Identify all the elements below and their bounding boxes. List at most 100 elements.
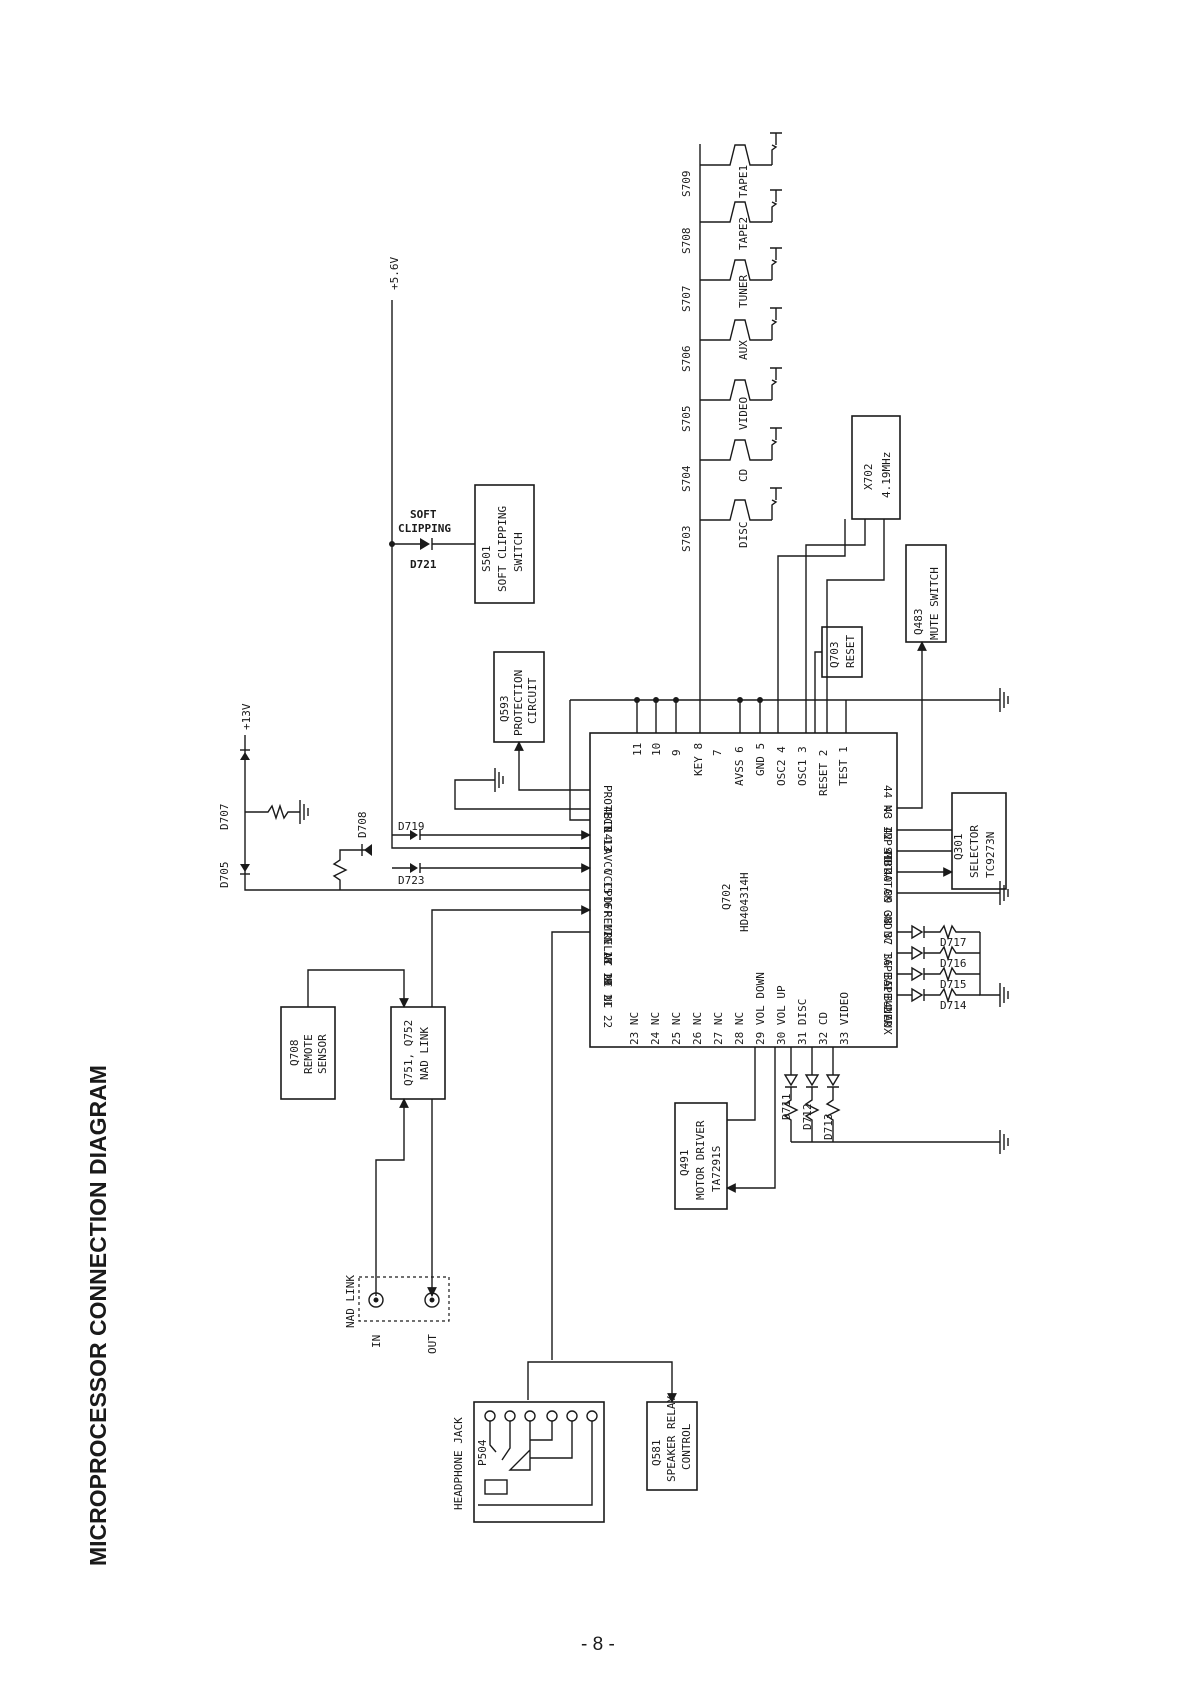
- headphone-jack: [473, 1401, 605, 1523]
- svg-text:Q581: Q581: [650, 1440, 663, 1467]
- nad-link-label: Q751, Q752 NAD LINK: [402, 1020, 431, 1086]
- nad-out-jack: [424, 1292, 440, 1308]
- svg-text:42 STB: 42 STB: [881, 827, 894, 867]
- svg-text:S709: S709: [680, 171, 693, 198]
- remin-line: [431, 905, 591, 1007]
- nad-jack-labels: NAD LINK IN OUT: [344, 1275, 439, 1354]
- svg-text:NC 21: NC 21: [601, 974, 614, 1007]
- svg-text:TA7291S: TA7291S: [710, 1146, 723, 1192]
- svg-text:HD404314H: HD404314H: [738, 872, 751, 932]
- svg-text:CD: CD: [737, 469, 750, 482]
- ic-bottom-pins: 23 NC 24 NC 25 NC 26 NC 27 NC 28 NC 29 V…: [628, 972, 851, 1045]
- svg-text:4.19MHz: 4.19MHz: [880, 452, 893, 498]
- svg-text:30 VOL UP: 30 VOL UP: [775, 985, 788, 1045]
- protect-line: [514, 741, 590, 791]
- svg-text:IN: IN: [370, 1335, 383, 1348]
- svg-text:Q491: Q491: [678, 1150, 691, 1177]
- svg-text:NAD LINK: NAD LINK: [418, 1027, 431, 1080]
- svg-text:NC 22: NC 22: [601, 995, 614, 1028]
- motor-label: Q491 MOTOR DRIVER TA7291S: [678, 1120, 723, 1200]
- svg-text:D723: D723: [398, 874, 425, 887]
- svg-text:S708: S708: [680, 228, 693, 255]
- svg-text:TAPE1: TAPE1: [737, 165, 750, 198]
- svg-text:14: 14: [601, 827, 614, 841]
- right-leds: D717 D716 D715 D714: [897, 924, 1009, 1012]
- switch-labels: S703 S704 S705 S706 S707 S708 S709 DISC …: [680, 165, 750, 552]
- svg-text:NC 20: NC 20: [601, 953, 614, 986]
- svg-text:SPEAKER RELAY: SPEAKER RELAY: [665, 1396, 678, 1482]
- svg-text:RESET 2: RESET 2: [817, 750, 830, 796]
- svg-text:AVSS 6: AVSS 6: [733, 746, 746, 786]
- svg-text:CLIPPING: CLIPPING: [398, 522, 451, 535]
- svg-text:9: 9: [670, 749, 683, 756]
- nad-link-jack-box: [358, 1276, 450, 1322]
- svg-text:37 TAPE-1: 37 TAPE-1: [881, 932, 894, 992]
- svg-text:D707: D707: [218, 804, 231, 831]
- supply-13v: +13V D707 D705 D708 D719 D723: [218, 703, 591, 891]
- svg-text:44 NC: 44 NC: [881, 785, 894, 818]
- svg-text:MOTOR DRIVER: MOTOR DRIVER: [694, 1120, 707, 1200]
- svg-text:36 TAPE-2: 36 TAPE-2: [881, 953, 894, 1013]
- svg-text:S703: S703: [680, 526, 693, 553]
- gnd-pin39: [897, 881, 1009, 905]
- nad-in-line: [375, 1098, 409, 1296]
- svg-text:X702: X702: [862, 464, 875, 491]
- svg-text:23 NC: 23 NC: [628, 1012, 641, 1045]
- svg-text:PROTECTION: PROTECTION: [512, 670, 525, 736]
- svg-text:D708: D708: [356, 812, 369, 839]
- diagram-title: MICROPROCESSOR CONNECTION DIAGRAM: [85, 1065, 111, 1566]
- svg-text:38 NC: 38 NC: [881, 911, 894, 944]
- ic-left-pins: PROTECT 12 48IN 13 14 AVCC 15 VCC 16 POF…: [601, 785, 614, 1028]
- svg-text:P504: P504: [476, 1439, 489, 1466]
- svg-text:D715: D715: [940, 978, 967, 991]
- svg-text:34 AUX: 34 AUX: [881, 995, 894, 1035]
- selector-lines: [897, 829, 952, 872]
- bottom-leds: D711 D712 D713: [780, 1047, 1009, 1154]
- osc-lines: [805, 519, 885, 733]
- crystal-x702: [851, 415, 901, 520]
- soft-switch-label: S501 SOFT CLIPPING SWITCH: [480, 506, 525, 592]
- svg-text:Q301: Q301: [952, 834, 965, 861]
- svg-text:POFF 17: POFF 17: [601, 890, 614, 936]
- svg-text:Q751, Q752: Q751, Q752: [402, 1020, 415, 1086]
- svg-text:S704: S704: [680, 465, 693, 492]
- svg-text:TUNER: TUNER: [737, 275, 750, 308]
- svg-text:26 NC: 26 NC: [691, 1012, 704, 1045]
- svg-text:11: 11: [631, 743, 644, 756]
- svg-text:48IN 13: 48IN 13: [601, 806, 614, 852]
- relay-branch: [527, 1361, 672, 1402]
- svg-text:Q483: Q483: [912, 609, 925, 636]
- svg-text:TAPE2: TAPE2: [737, 217, 750, 250]
- svg-text:D716: D716: [940, 957, 967, 970]
- nad-in-jack: [368, 1292, 384, 1308]
- osc2-line: [777, 519, 846, 733]
- svg-text:D714: D714: [940, 999, 967, 1012]
- svg-text:OUT: OUT: [426, 1334, 439, 1354]
- svg-text:DISC: DISC: [737, 522, 750, 549]
- svg-text:NAD LINK: NAD LINK: [344, 1275, 357, 1328]
- svg-text:40 CK: 40 CK: [881, 869, 894, 902]
- ic-right-pins: 44 NC 43 INP MUT 42 STB 41 DATA 40 CK 39…: [881, 785, 894, 1035]
- motor-lines: [727, 1047, 776, 1188]
- svg-text:24 NC: 24 NC: [649, 1012, 662, 1045]
- svg-text:D717: D717: [940, 936, 967, 949]
- svg-text:SELECTOR: SELECTOR: [968, 825, 981, 878]
- svg-text:VCC 16: VCC 16: [601, 869, 614, 909]
- 48in-line: [454, 768, 590, 810]
- reset-line: [814, 651, 822, 733]
- supply-56v: +5.6V: [388, 257, 590, 849]
- selector-q301: [951, 792, 1007, 890]
- svg-text:RESET: RESET: [844, 635, 857, 668]
- remote-label: Q708 REMOTE SENSOR: [288, 1034, 329, 1074]
- svg-text:S707: S707: [680, 286, 693, 313]
- svg-text:RELAY 19: RELAY 19: [601, 932, 614, 985]
- svg-text:REMIN 18: REMIN 18: [601, 911, 614, 964]
- svg-text:43 INP MUT: 43 INP MUT: [881, 806, 894, 873]
- svg-text:S501: S501: [480, 546, 493, 573]
- mute-label: Q483 MUTE SWITCH: [912, 567, 941, 640]
- svg-text:10: 10: [650, 743, 663, 756]
- svg-text:29 VOL DOWN: 29 VOL DOWN: [754, 972, 767, 1045]
- top-ground-bus: [569, 688, 1009, 849]
- relay-line: [551, 931, 590, 1360]
